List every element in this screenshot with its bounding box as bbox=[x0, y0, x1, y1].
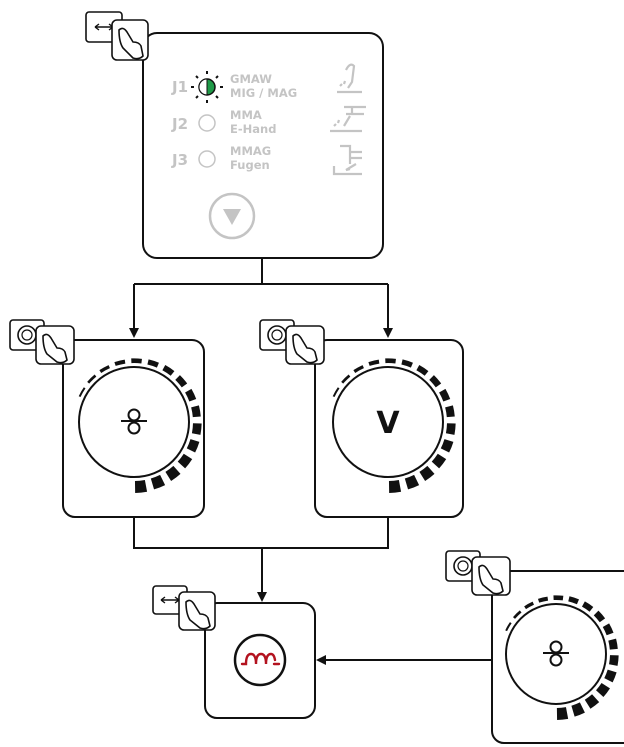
scale-segment bbox=[608, 655, 619, 666]
scale-segment bbox=[445, 423, 456, 435]
triangle-down-icon bbox=[223, 209, 241, 225]
scale-segment bbox=[114, 359, 126, 366]
wire-feed-knob-panel bbox=[9, 319, 205, 518]
scale-segment bbox=[505, 622, 512, 632]
rotate-knob-hand-icon bbox=[9, 319, 75, 365]
scale-segment bbox=[429, 375, 442, 388]
gouging-icon bbox=[332, 144, 362, 176]
scale-segment bbox=[581, 601, 594, 612]
scale-segment bbox=[604, 669, 617, 683]
mode-j1-line2: MIG / MAG bbox=[230, 86, 297, 100]
scale-segment bbox=[162, 365, 175, 376]
mode-row-j2[interactable]: J2 MMA E-Hand bbox=[171, 108, 276, 136]
scale-segment bbox=[191, 423, 202, 435]
scale-segment bbox=[332, 387, 340, 398]
scale-segment bbox=[165, 465, 181, 481]
scale-segment bbox=[147, 359, 159, 368]
connectors bbox=[129, 258, 492, 665]
scale-segment bbox=[419, 465, 435, 481]
mode-j3-line2: Fugen bbox=[230, 158, 270, 172]
side-wire-feed-knob-panel bbox=[445, 550, 624, 744]
mode-j3-line1: MMAG bbox=[230, 144, 271, 158]
scale-segment bbox=[440, 439, 454, 453]
voltage-knob[interactable] bbox=[332, 366, 444, 478]
rotate-knob-hand-icon bbox=[259, 319, 325, 365]
mode-select-panel: J1 GMAW MIG / MAG J2 MMA E-Hand J3 MMAG … bbox=[85, 11, 384, 259]
voltage-knob-panel: V bbox=[259, 319, 464, 518]
wire-feed-icon bbox=[543, 640, 569, 667]
scale-segment bbox=[186, 439, 200, 453]
voltage-symbol: V bbox=[376, 406, 400, 441]
scale-segment bbox=[568, 596, 580, 605]
wire-feed-icon bbox=[121, 408, 147, 435]
scale-segment bbox=[537, 596, 549, 603]
connector-mode-to-knobs bbox=[134, 258, 388, 285]
knob-scale-ring bbox=[332, 358, 456, 493]
scale-segment bbox=[191, 405, 201, 418]
scale-segment bbox=[341, 374, 351, 384]
mode-j2-line2: E-Hand bbox=[230, 122, 276, 136]
mode-j1-line1: GMAW bbox=[230, 72, 272, 86]
scale-segment bbox=[404, 474, 420, 490]
scale-segment bbox=[524, 601, 535, 610]
scale-segment bbox=[401, 359, 413, 368]
scale-segment bbox=[99, 365, 110, 373]
scale-segment bbox=[608, 638, 618, 650]
scale-segment bbox=[416, 365, 429, 376]
connector-knobs-join bbox=[133, 518, 389, 600]
rotate-knob-hand-icon bbox=[445, 550, 511, 596]
scale-segment bbox=[134, 479, 148, 493]
scale-segment bbox=[388, 479, 402, 493]
mode-id-j2: J2 bbox=[171, 115, 188, 133]
scale-segment bbox=[593, 610, 606, 623]
electrode-holder-icon bbox=[330, 105, 366, 133]
knob-scale-ring bbox=[505, 595, 619, 720]
scale-segment bbox=[602, 623, 614, 636]
select-hand-icon bbox=[152, 585, 216, 631]
mode-row-j3[interactable]: J3 MMAG Fugen bbox=[171, 144, 271, 172]
inductance-display-panel bbox=[152, 585, 316, 719]
select-hand-icon bbox=[85, 11, 149, 61]
mode-j2-line1: MMA bbox=[230, 108, 262, 122]
scale-segment bbox=[439, 388, 451, 402]
scale-segment bbox=[353, 365, 364, 373]
scale-segment bbox=[512, 610, 522, 619]
mode-id-j3: J3 bbox=[171, 151, 188, 169]
mig-mag-torch-icon bbox=[337, 63, 362, 94]
inductance-icon bbox=[240, 652, 281, 666]
scale-segment bbox=[584, 694, 600, 709]
led-inactive-icon bbox=[198, 114, 216, 132]
led-inactive-icon bbox=[198, 150, 216, 168]
scale-segment bbox=[150, 474, 166, 490]
scale-segment bbox=[556, 707, 569, 720]
scale-segment bbox=[445, 405, 455, 418]
scale-segment bbox=[78, 387, 86, 398]
scale-segment bbox=[87, 374, 97, 384]
scale-segment bbox=[175, 375, 188, 388]
scale-segment bbox=[368, 359, 380, 366]
mode-id-j1: J1 bbox=[171, 78, 188, 96]
scale-segment bbox=[595, 682, 610, 697]
scale-segment bbox=[177, 453, 193, 469]
led-active-icon bbox=[191, 71, 223, 103]
scale-segment bbox=[571, 702, 585, 717]
mode-down-button[interactable] bbox=[208, 192, 256, 240]
mode-row-j1[interactable]: J1 GMAW MIG / MAG bbox=[171, 71, 297, 103]
scale-segment bbox=[185, 388, 197, 402]
scale-segment bbox=[431, 453, 447, 469]
inductance-button[interactable] bbox=[233, 633, 287, 687]
knob-scale-ring bbox=[78, 358, 202, 493]
